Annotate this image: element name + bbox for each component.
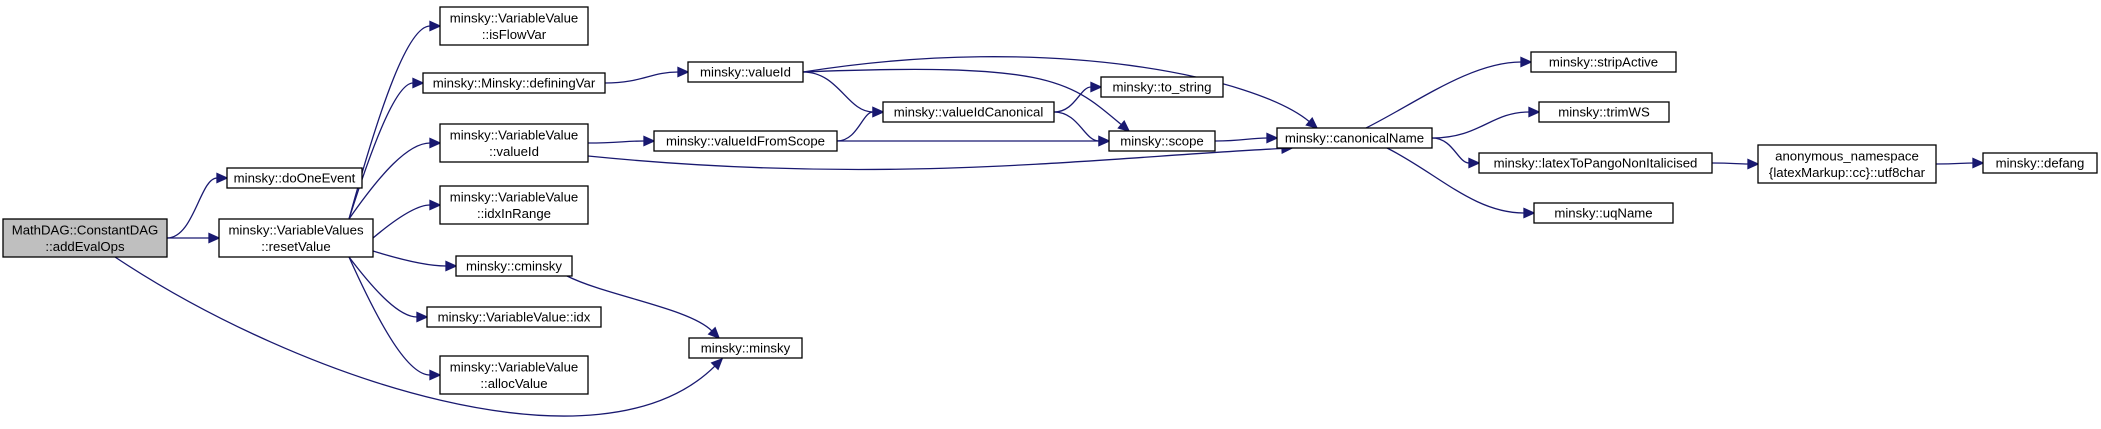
edge-scope-to-canonicalName [1214,132,1279,144]
node-isFlowVar[interactable]: minsky::VariableValue::isFlowVar [439,6,589,46]
node-label: ::isFlowVar [482,27,547,42]
node-label: minsky::VariableValue [450,189,579,204]
edge-canonicalName-to-stripActive [1365,56,1533,129]
node-label: anonymous_namespace [1775,148,1919,163]
edge-valueIdCanonical-to-scope [1053,111,1111,147]
node-label: {latexMarkup::cc}::utf8char [1769,165,1926,180]
node-label: ::idxInRange [477,206,551,221]
node-trimWS[interactable]: minsky::trimWS [1538,101,1670,123]
node-definingVar[interactable]: minsky::Minsky::definingVar [422,72,606,94]
node-addEvalOps[interactable]: MathDAG::ConstantDAG::addEvalOps [2,218,168,258]
node-scope[interactable]: minsky::scope [1108,130,1216,152]
node-label: minsky::VariableValue [450,127,579,142]
edge-valueIdFromScope-to-valueIdCanonical [836,106,885,142]
edges-layer [114,20,1985,417]
edge-addEvalOps-to-resetValue [166,232,221,244]
nodes-layer: MathDAG::ConstantDAG::addEvalOpsminsky::… [2,6,2098,395]
node-stripActive[interactable]: minsky::stripActive [1530,51,1677,73]
node-label: minsky::Minsky::definingVar [433,76,596,91]
edge-valueId-to-canonicalName [802,56,1319,130]
edge-resetValue-to-allocValue [348,256,442,381]
edge-canonicalName-to-trimWS [1431,106,1541,139]
edge-resetValue-to-cminsky [372,250,458,272]
node-latexToPango[interactable]: minsky::latexToPangoNonItalicised [1478,152,1713,174]
node-label: minsky::uqName [1554,206,1652,221]
edge-resetValue-to-isFlowVar [348,20,442,220]
node-cminsky[interactable]: minsky::cminsky [455,255,573,277]
node-label: minsky::scope [1120,134,1204,149]
edge-addEvalOps-to-doOneEvent [166,172,229,239]
node-label: minsky::doOneEvent [234,171,356,186]
node-label: minsky::to_string [1113,80,1212,95]
node-label: minsky::valueIdFromScope [666,134,825,149]
node-minsky[interactable]: minsky::minsky [688,337,803,359]
node-label: minsky::stripActive [1549,55,1658,70]
node-label: minsky::trimWS [1558,105,1650,120]
node-valueIdFromScope[interactable]: minsky::valueIdFromScope [653,130,838,152]
edge-valueId-to-scope [802,68,1131,133]
edge-vvValueId-to-valueIdFromScope [587,135,656,147]
node-label: minsky::latexToPangoNonItalicised [1494,156,1698,171]
node-label: minsky::minsky [701,341,791,356]
node-label: minsky::VariableValue [450,10,579,25]
node-toString[interactable]: minsky::to_string [1100,76,1224,98]
node-label: minsky::cminsky [466,259,562,274]
node-resetValue[interactable]: minsky::VariableValues::resetValue [218,218,374,258]
edge-valueIdCanonical-to-toString [1053,81,1103,113]
node-label: ::resetValue [261,239,330,254]
node-label: minsky::VariableValue::idx [438,310,591,325]
node-canonicalName[interactable]: minsky::canonicalName [1276,127,1433,149]
edge-utf8char-to-defang [1935,157,1985,169]
edge-resetValue-to-vvValueId [348,137,442,220]
node-label: ::addEvalOps [45,239,125,254]
edge-resetValue-to-idxInRange [372,199,442,239]
node-valueId[interactable]: minsky::valueId [687,61,804,83]
edge-resetValue-to-vvIdx [348,256,429,323]
edge-latexToPango-to-utf8char [1711,158,1760,170]
node-vvValueId[interactable]: minsky::VariableValue::valueId [439,123,589,163]
node-label: ::allocValue [480,376,547,391]
node-doOneEvent[interactable]: minsky::doOneEvent [226,167,363,189]
edge-canonicalName-to-latexToPango [1431,137,1481,169]
node-utf8char[interactable]: anonymous_namespace{latexMarkup::cc}::ut… [1757,144,1937,184]
node-label: minsky::VariableValue [450,359,579,374]
node-uqName[interactable]: minsky::uqName [1533,202,1674,224]
edge-definingVar-to-valueId [604,66,690,84]
edge-cminsky-to-minsky [566,275,721,340]
edge-valueId-to-valueIdCanonical [802,71,885,118]
node-label: ::valueId [489,144,539,159]
node-label: minsky::canonicalName [1285,131,1424,146]
node-label: MathDAG::ConstantDAG [12,222,159,237]
node-allocValue[interactable]: minsky::VariableValue::allocValue [439,355,589,395]
node-label: minsky::defang [1996,156,2085,171]
node-defang[interactable]: minsky::defang [1982,152,2098,174]
node-valueIdCanonical[interactable]: minsky::valueIdCanonical [882,101,1055,123]
edge-resetValue-to-definingVar [348,77,425,220]
node-vvIdx[interactable]: minsky::VariableValue::idx [426,306,602,328]
node-label: minsky::valueId [700,65,791,80]
edge-valueIdFromScope-to-scope [837,135,1111,147]
edge-addEvalOps-to-minsky [114,256,724,417]
edge-canonicalName-to-uqName [1386,147,1536,219]
node-label: minsky::VariableValues [228,222,364,237]
node-label: minsky::valueIdCanonical [894,105,1044,120]
node-idxInRange[interactable]: minsky::VariableValue::idxInRange [439,185,589,225]
